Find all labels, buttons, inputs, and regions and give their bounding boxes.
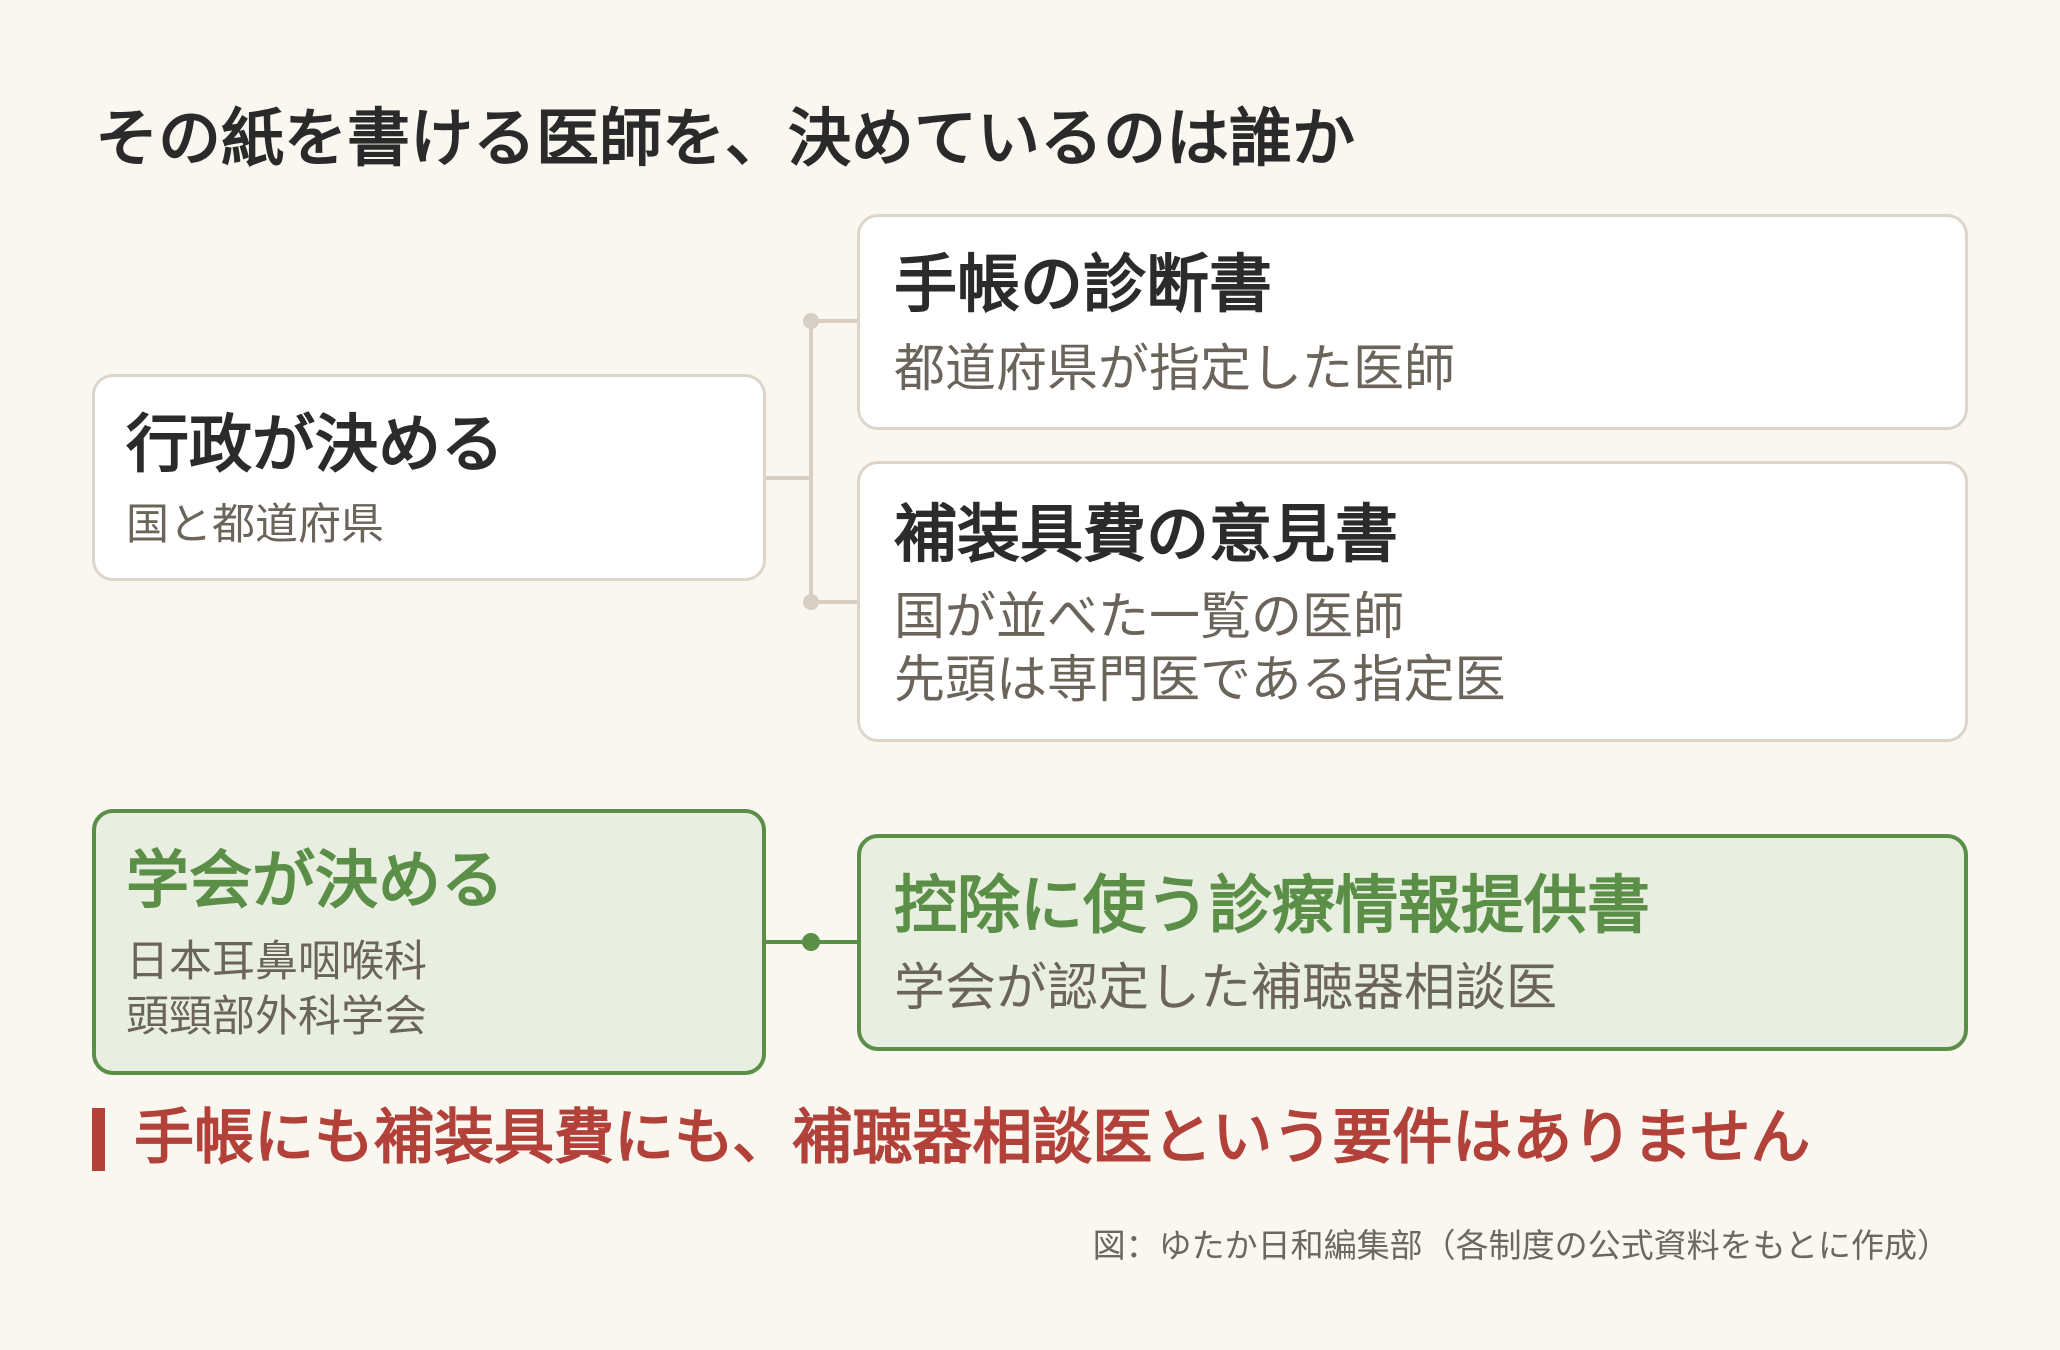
authority-detail: 日本耳鼻咽喉科 頭頸部外科学会: [126, 935, 427, 1045]
authority-detail-line: 頭頸部外科学会: [126, 992, 427, 1042]
figure-credit: 図：ゆたか日和編集部（各制度の公式資料をもとに作成）: [1092, 1226, 1950, 1265]
page-title: その紙を書ける医師を、決めているのは誰か: [95, 102, 1355, 175]
authority-box-academic-society: 学会が決める 日本耳鼻咽喉科 頭頸部外科学会: [92, 809, 766, 1075]
connector-dot-certificate: [803, 313, 819, 329]
document-detail: 都道府県が指定した医師: [894, 339, 1455, 401]
authority-detail-line: 日本耳鼻咽喉科: [126, 937, 427, 987]
document-detail-line: 都道府県が指定した医師: [894, 340, 1456, 399]
document-title: 補装具費の意見書: [894, 498, 1398, 571]
document-box-tax-deduction-info: 控除に使う診療情報提供書 学会が認定した補聴器相談医: [857, 834, 1968, 1051]
authority-title: 行政が決める: [126, 408, 504, 481]
document-detail-line: 学会が認定した補聴器相談医: [894, 959, 1558, 1018]
note-accent-bar: [92, 1108, 105, 1171]
note-text: 手帳にも補装具費にも、補聴器相談医という要件はありません: [134, 1103, 1811, 1173]
document-title: 控除に使う診療情報提供書: [894, 869, 1650, 942]
authority-box-government: 行政が決める 国と都道府県: [92, 374, 766, 581]
connector-dot-opinion: [803, 594, 819, 610]
authority-detail-line: 国と都道府県: [126, 500, 384, 550]
document-box-assistive-device-opinion: 補装具費の意見書 国が並べた一覧の医師 先頭は専門医である指定医: [857, 461, 1968, 742]
authority-title: 学会が決める: [126, 844, 504, 917]
document-box-disability-certificate: 手帳の診断書 都道府県が指定した医師: [857, 214, 1968, 430]
document-title: 手帳の診断書: [894, 248, 1272, 321]
document-detail: 学会が認定した補聴器相談医: [894, 958, 1557, 1020]
connector-dot-deduction: [802, 933, 820, 951]
document-detail-line: 先頭は専門医である指定医: [894, 651, 1506, 710]
authority-detail: 国と都道府県: [126, 497, 384, 553]
document-detail: 国が並べた一覧の医師 先頭は専門医である指定医: [894, 586, 1506, 712]
document-detail-line: 国が並べた一覧の医師: [894, 588, 1405, 647]
